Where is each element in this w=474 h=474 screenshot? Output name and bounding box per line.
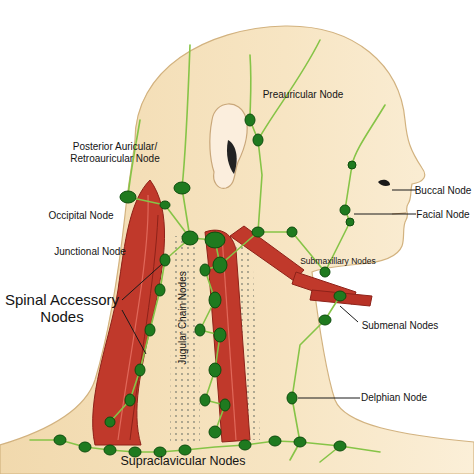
anatomy-label: Preauricular Node	[263, 89, 344, 101]
lymph-node	[209, 363, 221, 377]
anatomy-label: Posterior Auricular/ Retroauricular Node	[65, 141, 165, 164]
lymph-vessel	[128, 197, 215, 240]
lymph-nodes	[54, 114, 356, 457]
lymph-node	[174, 182, 190, 194]
lymph-vessel	[325, 105, 385, 272]
lymph-node	[155, 284, 165, 296]
lymph-vessel	[30, 440, 380, 452]
lymph-node	[120, 191, 136, 203]
leader-line	[298, 398, 360, 399]
lymph-vessel	[182, 188, 190, 238]
lymph-vessel	[110, 238, 190, 422]
lymph-node	[195, 324, 205, 336]
lymph-node	[287, 227, 297, 237]
lymph-node	[348, 161, 356, 169]
head-silhouette	[0, 26, 474, 474]
lymph-node	[340, 205, 350, 215]
lymph-node	[252, 227, 264, 237]
lymph-node	[245, 114, 255, 126]
lymph-node	[160, 201, 170, 209]
lymph-node	[135, 364, 145, 376]
leader-line	[340, 306, 358, 322]
lymph-node	[205, 232, 225, 248]
lymph-node	[200, 264, 210, 276]
muscle-fiber	[118, 195, 148, 440]
lymph-node	[125, 394, 135, 406]
lymph-node	[104, 445, 116, 455]
leader-line	[122, 310, 146, 354]
anatomy-label: Facial Node	[416, 209, 469, 221]
anatomy-label: Jugular Chain Nodes	[177, 271, 189, 364]
lymph-node	[209, 292, 221, 308]
lymph-node	[179, 445, 191, 455]
lymph-node	[334, 291, 346, 301]
lymph-node	[346, 218, 354, 226]
lymph-vessel	[292, 296, 340, 442]
anatomy-label: Junctional Node	[54, 246, 126, 258]
lymph-node	[79, 442, 91, 452]
lymph-node	[319, 315, 331, 325]
lymph-node	[334, 441, 346, 451]
anatomy-label: Submenal Nodes	[362, 320, 439, 332]
lymph-node	[105, 417, 115, 427]
lymph-node	[294, 437, 306, 447]
muscle-fiber	[130, 215, 158, 440]
stipple-region	[170, 236, 200, 445]
anatomy-label: Supraclavicular Nodes	[120, 454, 245, 468]
lymph-node	[269, 436, 281, 446]
lymph-vessel	[250, 55, 262, 232]
anatomy-label: Submaxillary Nodes	[300, 257, 376, 267]
lymph-node	[182, 231, 198, 245]
anatomy-label: Buccal Node	[415, 185, 472, 197]
lymph-node	[320, 267, 330, 277]
lymph-node	[287, 392, 297, 404]
lymph-vessels	[30, 40, 385, 462]
anatomy-label: Occipital Node	[48, 210, 113, 222]
leader-lines	[122, 190, 416, 398]
nostril	[378, 180, 390, 186]
sternocleidomastoid-muscle	[205, 230, 250, 442]
lymph-node	[209, 426, 221, 438]
leader-line	[354, 214, 416, 215]
ear-canal	[227, 140, 237, 174]
lymph-node	[214, 328, 226, 342]
lymph-node	[145, 324, 155, 336]
lymph-node	[220, 399, 230, 411]
anatomy-label: Spinal Accessory Nodes	[0, 291, 125, 326]
digastric-muscle	[230, 226, 304, 281]
lymph-vessel	[182, 45, 190, 188]
lymph-node	[239, 440, 251, 450]
lymph-node	[253, 134, 263, 146]
lymph-node	[213, 257, 227, 273]
mylohyoid-muscle	[310, 290, 372, 306]
ear	[210, 104, 247, 188]
leader-line	[392, 190, 416, 191]
leader-line	[122, 264, 162, 300]
lymph-node	[200, 394, 210, 406]
lymph-node	[54, 435, 66, 445]
anatomy-label: Delphian Node	[361, 392, 427, 404]
